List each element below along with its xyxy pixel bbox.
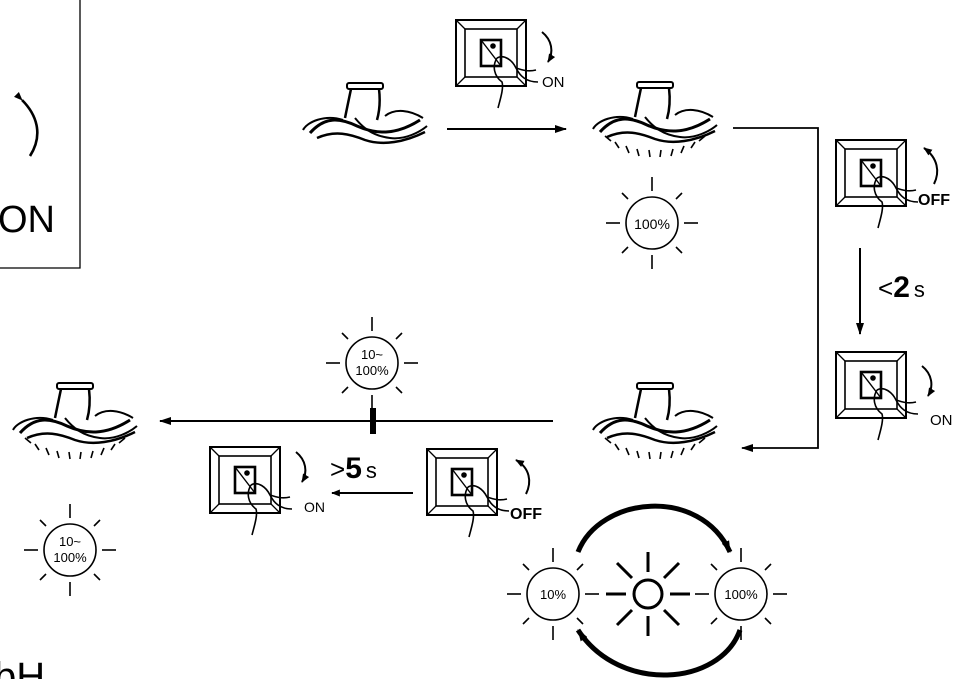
bulb-final-line2: 100% <box>53 550 87 565</box>
switch-off-bottom-icon <box>425 447 511 539</box>
switch-off-right-label: OFF <box>918 192 950 209</box>
cycle-arrow-up-icon <box>575 503 733 554</box>
bulb-dim-range-line1: 10~ <box>361 347 383 362</box>
connector-to-lamp-bottom <box>733 127 819 452</box>
switch-on-top-icon <box>454 18 540 110</box>
switch-on-bottom-label: ON <box>304 499 325 515</box>
lamp-final-icon <box>11 381 139 445</box>
turn-off-arrow-bottom-icon <box>515 459 531 495</box>
turn-on-arrow-bottom-icon <box>295 451 310 483</box>
curved-arrow-icon <box>13 91 39 157</box>
lamp-on-bottom-icon <box>591 381 719 445</box>
turn-off-arrow-icon <box>923 147 939 185</box>
bulb-100-label: 100% <box>634 216 670 232</box>
sun-icon <box>606 552 690 636</box>
lamp-on-icon <box>591 80 719 144</box>
bulb-min-label: 10% <box>540 587 566 602</box>
switch-on-right-label: ON <box>930 412 953 429</box>
hold-marker <box>370 408 376 434</box>
bulb-dim-range-line2: 100% <box>355 363 389 378</box>
left-panel-on-label: ON <box>0 199 55 241</box>
turn-on-arrow-icon <box>541 31 556 63</box>
switch-on-top-label: ON <box>542 74 565 91</box>
switch-off-bottom-label: OFF <box>510 506 542 523</box>
left-panel: ON bH <box>0 0 81 679</box>
switch-on-right-icon <box>834 350 920 442</box>
switch-on-bottom-icon <box>208 445 294 537</box>
left-panel-border <box>0 0 81 269</box>
left-panel-bottom-fragment: bH <box>0 655 45 679</box>
bulb-max-label: 100% <box>724 587 758 602</box>
turn-on-arrow-right-icon <box>921 365 936 397</box>
bulb-final-line1: 10~ <box>59 534 81 549</box>
cycle-arrow-down-icon <box>575 628 743 678</box>
switch-off-right-icon <box>834 138 920 230</box>
lamp-off-icon <box>301 81 429 145</box>
